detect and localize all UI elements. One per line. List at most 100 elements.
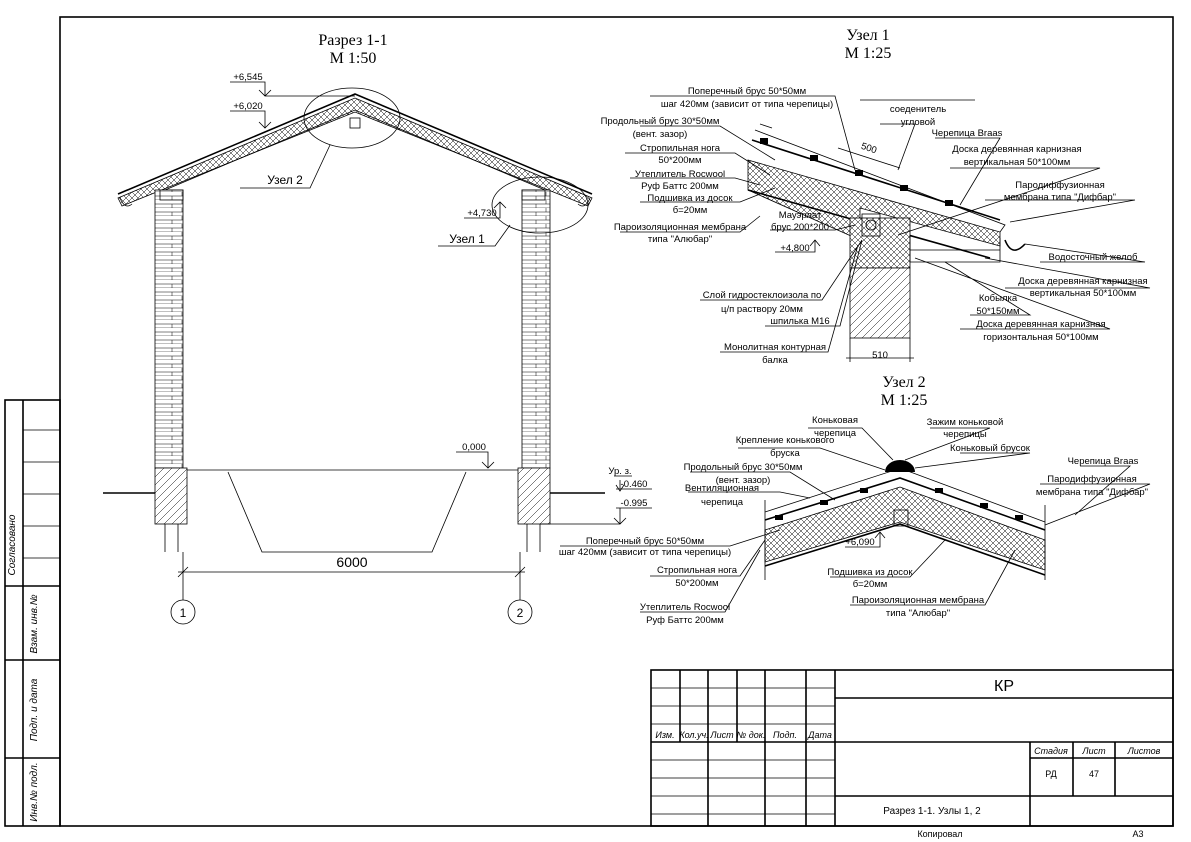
drawing-name: Разрез 1-1. Узлы 1, 2: [883, 806, 981, 817]
elev-ridge-top: +6,545: [233, 72, 262, 83]
sheet-header: Лист: [1081, 746, 1106, 756]
elev-eave: +4,730: [467, 208, 496, 219]
elev-zero: 0,000: [462, 442, 486, 453]
span-dimension: 6000: [336, 554, 367, 570]
dim-wall: 510: [872, 350, 888, 361]
sheet-frame: [59, 16, 1174, 827]
n2-ridge-tile-1: Коньковая: [812, 415, 858, 426]
n1-beam-2: балка: [762, 355, 788, 366]
n1-mauerlat-1: Мауэрлат: [779, 210, 822, 221]
node1-wall: [849, 267, 911, 339]
n1-soffit-1: Подшивка из досок: [647, 193, 733, 204]
n1-stud: шпилька М16: [770, 316, 829, 327]
title-block: Изм. Кол.уч. Лист № док. Подп. Дата КР С…: [650, 669, 1174, 839]
roof-slab: [117, 97, 593, 207]
section-title: Разрез 1-1: [318, 32, 387, 49]
n1-board-v2-1: Доска деревянная карнизная: [1018, 276, 1147, 287]
stage-header: Стадия: [1034, 746, 1068, 756]
n2-ridge-tile-2: черепица: [814, 428, 857, 439]
n1-long-batten-1: Продольный брус 30*50мм: [601, 116, 720, 127]
n1-mauerlat-2: брус 200*200: [771, 222, 829, 233]
stamp-inv: Инв.№ подл.: [29, 762, 40, 821]
foundation-left: [154, 467, 188, 525]
n2-soffit-2: б=20мм: [853, 579, 888, 590]
elev-foundation: -0.995: [621, 498, 648, 509]
hdr-doc: № док.: [737, 730, 766, 740]
n1-diff-1: Пародиффузионная: [1015, 180, 1104, 191]
node1-title: Узел 1: [846, 27, 889, 44]
node-1: Узел 1 М 1:25 500 510 Поперечный брус 50…: [601, 27, 1151, 366]
side-stamp: Согласовано Взам. инв.№ Подп. и дата Инв…: [4, 399, 61, 827]
n2-fix-2: бруска: [770, 448, 800, 459]
n2-clamp-2: черепицы: [943, 429, 987, 440]
n1-board-v1-1: Доска деревянная карнизная: [952, 144, 1081, 155]
hdr-qty: Кол.уч.: [679, 730, 708, 740]
n1-rafter-1: Стропильная нога: [640, 143, 721, 154]
n1-board-v2-2: вертикальная 50*100мм: [1030, 288, 1137, 299]
n1-connector-2: угловой: [901, 117, 935, 128]
n2-soffit-1: Подшивка из досок: [827, 567, 913, 578]
node2-insulation: [764, 486, 1046, 571]
n1-kobylka-2: 50*150мм: [976, 306, 1019, 317]
n2-cross-batten-2: шаг 420мм (зависит от типа черепицы): [559, 547, 731, 558]
hdr-sheet: Лист: [709, 730, 734, 740]
n2-long-batten-2: (вент. зазор): [716, 475, 771, 486]
mauerlat: [861, 213, 881, 237]
n1-waterproof-2: ц/п раствору 20мм: [721, 304, 803, 315]
n2-insulation-1: Утеплитель Rocwool: [640, 602, 730, 613]
n1-board-v1-2: вертикальная 50*100мм: [964, 157, 1071, 168]
n1-soffit-2: б=20мм: [673, 205, 708, 216]
n2-clamp-1: Зажим коньковой: [927, 417, 1004, 428]
n2-long-batten-1: Продольный брус 30*50мм: [684, 462, 803, 473]
n1-kobylka-1: Кобылка: [979, 293, 1018, 304]
n1-tile: Черепица Braas: [932, 128, 1003, 139]
n2-elev: +6,090: [845, 537, 874, 548]
n1-insulation-1: Утеплитель Rocwool: [635, 169, 725, 180]
hdr-change: Изм.: [655, 730, 674, 740]
n2-fix-1: Крепление конькового: [736, 435, 835, 446]
stamp-replaced: Взам. инв.№: [29, 594, 40, 653]
n1-board-h-1: Доска деревянная карнизная: [976, 319, 1105, 330]
copied-label: Копировал: [917, 829, 962, 839]
n2-vapor-2: типа "Алюбар": [886, 608, 950, 619]
n1-beam-1: Монолитная контурная: [724, 342, 826, 353]
n1-board-h-2: горизонтальная 50*100мм: [983, 332, 1098, 343]
n2-rafter-1: Стропильная нога: [657, 565, 738, 576]
node1-callout-circle: [491, 176, 589, 234]
node-2: Узел 2 М 1:25 Коньковая черепица Зажим к…: [559, 374, 1151, 626]
axis-1: 1: [180, 606, 187, 620]
sheet-value: 47: [1089, 769, 1099, 779]
project-code: КР: [994, 678, 1014, 695]
n1-gutter: Водосточный желоб: [1049, 252, 1139, 263]
n2-ridge-bar: Коньковый брусок: [950, 443, 1031, 454]
stamp-sign-date: Подп. и дата: [29, 678, 40, 741]
n2-rafter-2: 50*200мм: [675, 578, 718, 589]
hdr-date: Дата: [807, 730, 832, 740]
elev-ground: -0.460: [621, 479, 648, 490]
n1-long-batten-2: (вент. зазор): [633, 129, 688, 140]
format-label: А3: [1132, 829, 1143, 839]
elev-ridge: +6,020: [233, 101, 262, 112]
n2-cross-batten-1: Поперечный брус 50*50мм: [586, 536, 704, 547]
n2-diff-2: мембрана типа "Дифбар": [1036, 487, 1148, 498]
n1-connector-1: соеденитель: [890, 104, 946, 115]
section-1-1: Разрез 1-1 М 1:50 Узел 2 Узел 1 +6,545 +…: [103, 32, 652, 625]
n1-elev: +4,800: [780, 243, 809, 254]
node2-title: Узел 2: [882, 374, 925, 391]
node2-callout: Узел 2: [267, 173, 303, 187]
wall-left: [154, 189, 184, 469]
n2-vapor-1: Пароизоляционная мембрана: [852, 595, 985, 606]
ground-label: Ур. з.: [608, 466, 631, 477]
n2-vent-1: Вентиляционная: [685, 483, 759, 494]
n1-vapor-1: Пароизоляционная мембрана: [614, 222, 747, 233]
n2-vent-2: черепица: [701, 497, 744, 508]
sheets-header: Листов: [1127, 746, 1161, 756]
n1-waterproof-1: Слой гидростеклоизола по: [703, 290, 822, 301]
n2-tile: Черепица Braas: [1068, 456, 1139, 467]
node2-callout-circle: [303, 87, 401, 149]
node2-scale: М 1:25: [881, 392, 928, 409]
n2-insulation-2: Руф Баттс 200мм: [646, 615, 724, 626]
n2-diff-1: Пародиффузионная: [1047, 474, 1136, 485]
n1-diff-2: мембрана типа "Дифбар": [1004, 192, 1116, 203]
